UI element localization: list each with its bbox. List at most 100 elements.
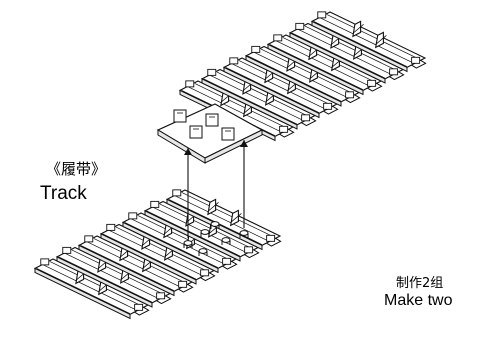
grouser-bar xyxy=(304,25,399,72)
end-connector xyxy=(411,56,421,64)
track-link xyxy=(222,57,339,119)
grouser-bar xyxy=(159,203,254,250)
grouser-bar xyxy=(194,83,289,129)
assembly-arrows xyxy=(183,140,249,256)
grouser-bar xyxy=(254,52,348,98)
end-connector xyxy=(178,280,188,288)
end-connector xyxy=(172,189,182,197)
grouser-bar xyxy=(36,268,131,314)
outer-lug xyxy=(178,283,194,293)
track-link xyxy=(244,45,361,107)
grouser-bar xyxy=(326,14,421,60)
guide-tooth-detail xyxy=(207,202,219,212)
guide-tooth xyxy=(229,209,239,227)
plate-tooth xyxy=(189,125,203,139)
end-connector xyxy=(40,258,50,266)
connector-plate xyxy=(156,103,264,164)
grouser-bar xyxy=(320,17,414,64)
outer-lug xyxy=(411,59,427,69)
guide-tooth xyxy=(207,198,217,216)
connector-pin xyxy=(198,248,208,254)
grouser-bar xyxy=(58,256,153,303)
guide-tooth-detail xyxy=(352,24,364,34)
grouser-bar xyxy=(210,75,304,121)
track-shoe-edge xyxy=(267,43,364,96)
grouser-bar xyxy=(43,264,137,311)
grouser-bar xyxy=(282,37,377,83)
outer-lug xyxy=(266,237,282,247)
grouser-bar xyxy=(65,253,159,299)
grouser-bar xyxy=(203,78,298,125)
grouser-bar xyxy=(175,195,269,242)
end-connector xyxy=(222,257,232,265)
track-shoe-edge xyxy=(56,256,153,308)
end-connector xyxy=(389,68,399,76)
outer-lug xyxy=(222,260,238,270)
track-shoe-edge xyxy=(144,210,241,262)
connector-pin xyxy=(210,221,220,227)
track-shoe-edge xyxy=(289,32,386,84)
end-connector xyxy=(301,114,311,122)
grouser-bar xyxy=(260,48,355,95)
connector-pin xyxy=(221,237,231,243)
grouser-bar xyxy=(232,63,326,110)
assembly-arrowhead xyxy=(240,140,248,147)
outer-lug xyxy=(134,306,150,316)
track-shoe-edge xyxy=(311,20,408,73)
end-connector xyxy=(229,57,239,65)
grouser-bar xyxy=(153,207,247,253)
grouser-bar xyxy=(124,222,219,268)
plate-tooth xyxy=(173,109,187,123)
end-connector xyxy=(295,22,305,30)
end-connector xyxy=(84,235,94,243)
track-shoe-edge xyxy=(78,244,175,297)
guide-tooth xyxy=(352,20,362,38)
track-shoe-edge xyxy=(245,55,342,107)
part-name-chinese: 《履带》 xyxy=(46,160,107,178)
end-connector xyxy=(244,246,254,254)
track-link xyxy=(310,11,427,73)
outer-lug xyxy=(279,128,295,138)
grouser-bar xyxy=(102,233,197,280)
grouser-bar xyxy=(298,29,392,75)
grouser-bar xyxy=(131,218,225,265)
grouser-bar xyxy=(87,241,181,288)
end-connector xyxy=(279,125,289,133)
assembly-arrowhead xyxy=(184,148,192,155)
end-connector xyxy=(150,200,160,208)
end-connector xyxy=(185,80,195,88)
end-connector xyxy=(62,246,72,254)
grouser-bar xyxy=(146,210,241,257)
end-connector xyxy=(266,234,276,242)
outer-lug xyxy=(367,82,383,92)
grouser-bar xyxy=(276,40,370,87)
connector-pin xyxy=(200,229,210,235)
grouser-bar xyxy=(291,32,386,79)
end-connector xyxy=(156,292,166,300)
grouser-bar xyxy=(313,21,408,67)
end-connector xyxy=(251,45,261,53)
grouser-bar xyxy=(115,226,210,273)
track-shoe-edge xyxy=(223,66,320,119)
connector-pin xyxy=(239,230,249,236)
grouser-bar xyxy=(188,86,282,133)
track-shoe-edge xyxy=(201,78,298,130)
outer-lug xyxy=(301,117,317,127)
grouser-bar xyxy=(80,245,175,291)
end-connector xyxy=(134,303,144,311)
lower-track-section xyxy=(33,189,282,320)
grouser-bar xyxy=(137,215,232,261)
grouser-bar xyxy=(109,230,203,276)
grouser-bar xyxy=(71,249,166,296)
end-connector xyxy=(128,212,138,220)
end-connector xyxy=(200,269,210,277)
outer-lug xyxy=(345,94,361,104)
guide-tooth-detail xyxy=(375,35,387,45)
end-connector xyxy=(273,34,283,42)
end-connector xyxy=(207,68,217,76)
grouser-bar xyxy=(225,67,320,113)
quantity-note-english: Make two xyxy=(384,292,453,309)
grouser-bar xyxy=(238,60,333,106)
